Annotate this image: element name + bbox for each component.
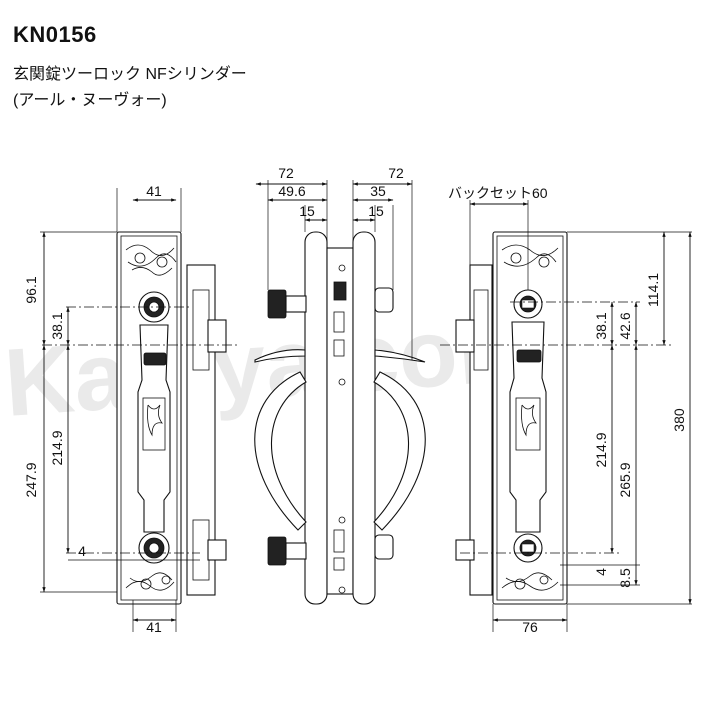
dim-4-left: 4	[78, 543, 86, 559]
side-view: 72 49.6 15 72 35 15	[254, 165, 426, 605]
grip-handle-outer	[254, 371, 307, 531]
side-cylinder-upper	[267, 289, 287, 319]
right-front-view: バックセット60 114.1 380 38.1 42.6 214.9 265.9…	[440, 185, 692, 635]
dim-side-72-right: 72	[388, 165, 404, 181]
left-front-view: 41 96.1 38.1 214.9 247.9 4 41	[23, 183, 240, 635]
product-name: 玄関錠ツーロック NFシリンダー	[13, 66, 247, 83]
dim-4-right: 4	[593, 568, 609, 576]
dim-38-1-right: 38.1	[593, 312, 609, 339]
model-number: KN0156	[13, 22, 97, 47]
dim-380: 380	[671, 408, 687, 432]
product-style: (アール・ヌーヴォー)	[13, 92, 167, 109]
dim-top-width: 41	[146, 183, 162, 199]
side-cylinder-lower	[267, 536, 287, 566]
dim-76: 76	[522, 619, 538, 635]
ornament-top	[125, 244, 177, 276]
dim-114-1: 114.1	[645, 273, 661, 307]
dim-247-9: 247.9	[23, 462, 39, 497]
dim-side-15-left: 15	[299, 203, 315, 219]
dim-42-6: 42.6	[617, 312, 633, 339]
dim-bottom-width-left: 41	[146, 619, 162, 635]
grip-handle-inner	[373, 371, 426, 531]
dim-265-9: 265.9	[617, 462, 633, 497]
dim-side-72-left: 72	[278, 165, 294, 181]
dim-214-9-left: 214.9	[49, 430, 65, 465]
thumb-turn	[143, 352, 167, 366]
dim-side-15-right: 15	[368, 203, 384, 219]
dim-backset: バックセット60	[448, 185, 548, 201]
dim-214-9-right: 214.9	[593, 432, 609, 467]
dim-side-35: 35	[370, 183, 386, 199]
handle-front	[137, 324, 171, 533]
dim-38-1-left: 38.1	[49, 312, 65, 339]
handle-inside	[509, 321, 547, 533]
dim-side-49-6: 49.6	[278, 183, 305, 199]
dim-96-1: 96.1	[23, 276, 39, 303]
ornament-bottom	[125, 572, 175, 591]
dim-8-5: 8.5	[617, 568, 633, 588]
